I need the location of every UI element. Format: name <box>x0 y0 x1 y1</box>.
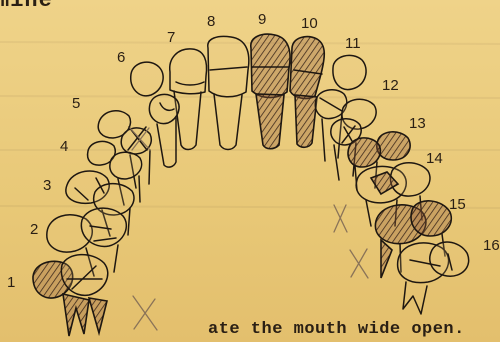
tooth-9 <box>251 34 290 149</box>
tooth-number-9: 9 <box>258 11 266 28</box>
tooth-number-1: 1 <box>7 274 15 291</box>
caption-text-fragment: ate the mouth wide open. <box>208 320 465 339</box>
tooth-number-14: 14 <box>426 150 443 167</box>
tooth-number-4: 4 <box>60 138 68 155</box>
tooth-number-15: 15 <box>449 196 466 213</box>
tooth-number-5: 5 <box>72 95 80 112</box>
check-mark-right-14 <box>334 205 347 232</box>
tooth-8 <box>208 36 249 149</box>
check-mark-lower-left <box>133 296 157 330</box>
tooth-10 <box>290 37 324 148</box>
tooth-number-10: 10 <box>301 15 318 32</box>
tooth-16 <box>398 242 469 314</box>
tooth-1 <box>33 255 108 336</box>
tooth-number-13: 13 <box>409 115 426 132</box>
tooth-number-12: 12 <box>382 77 399 94</box>
tooth-number-7: 7 <box>167 29 175 46</box>
tooth-number-2: 2 <box>30 221 38 238</box>
tooth-number-3: 3 <box>43 177 51 194</box>
paper-texture-line <box>0 42 500 44</box>
check-mark-right-15 <box>350 249 368 278</box>
tooth-number-6: 6 <box>117 49 125 66</box>
tooth-number-11: 11 <box>345 35 361 52</box>
tooth-number-8: 8 <box>207 13 215 30</box>
tooth-number-16: 16 <box>483 237 500 254</box>
